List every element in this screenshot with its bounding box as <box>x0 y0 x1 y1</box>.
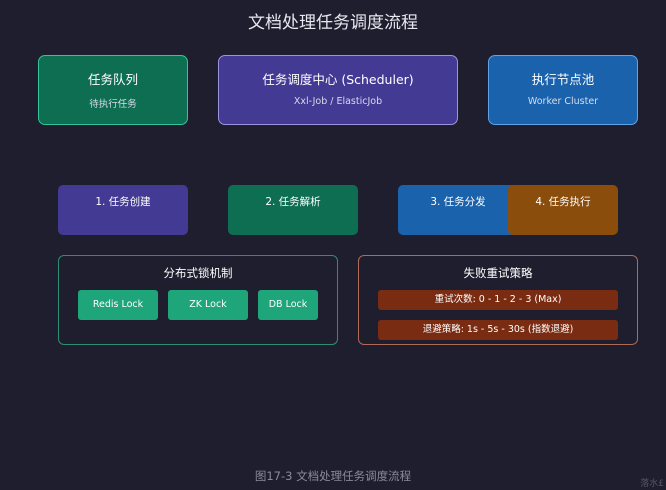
task-queue-box: 任务队列 待执行任务 <box>38 55 188 125</box>
scheduler-box: 任务调度中心 (Scheduler) Xxl-Job / ElasticJob <box>218 55 458 125</box>
worker-pool-label: 执行节点池 <box>531 72 595 87</box>
scheduler-label: 任务调度中心 (Scheduler) <box>262 72 414 87</box>
db-lock: DB Lock <box>258 290 318 320</box>
task-queue-label: 任务队列 <box>87 72 138 87</box>
retry-count-rule: 重试次数: 0 - 1 - 2 - 3 (Max) <box>378 290 618 310</box>
step-dispatch: 3. 任务分发 <box>398 185 518 235</box>
figure-caption: 图17-3 文档处理任务调度流程 <box>254 469 412 483</box>
retry-panel-title: 失败重试策略 <box>463 266 533 280</box>
diagram-title: 文档处理任务调度流程 <box>248 13 418 33</box>
zk-lock: ZK Lock <box>168 290 248 320</box>
redis-lock: Redis Lock <box>78 290 158 320</box>
retry-strategy-panel: 失败重试策略 重试次数: 0 - 1 - 2 - 3 (Max) 退避策略: 1… <box>358 255 638 345</box>
step-parse: 2. 任务解析 <box>228 185 358 235</box>
task-queue-sublabel: 待执行任务 <box>89 99 137 110</box>
step-create: 1. 任务创建 <box>58 185 188 235</box>
scheduler-sublabel: Xxl-Job / ElasticJob <box>293 96 383 107</box>
distributed-lock-panel: 分布式锁机制 Redis Lock ZK Lock DB Lock <box>58 255 338 345</box>
backoff-rule: 退避策略: 1s - 5s - 30s (指数退避) <box>378 320 618 340</box>
worker-pool-sublabel: Worker Cluster <box>527 96 599 107</box>
step-execute: 4. 任务执行 <box>508 185 618 235</box>
worker-pool-box: 执行节点池 Worker Cluster <box>488 55 638 125</box>
lock-panel-title: 分布式锁机制 <box>163 266 233 280</box>
watermark: 落水£ <box>640 479 664 489</box>
